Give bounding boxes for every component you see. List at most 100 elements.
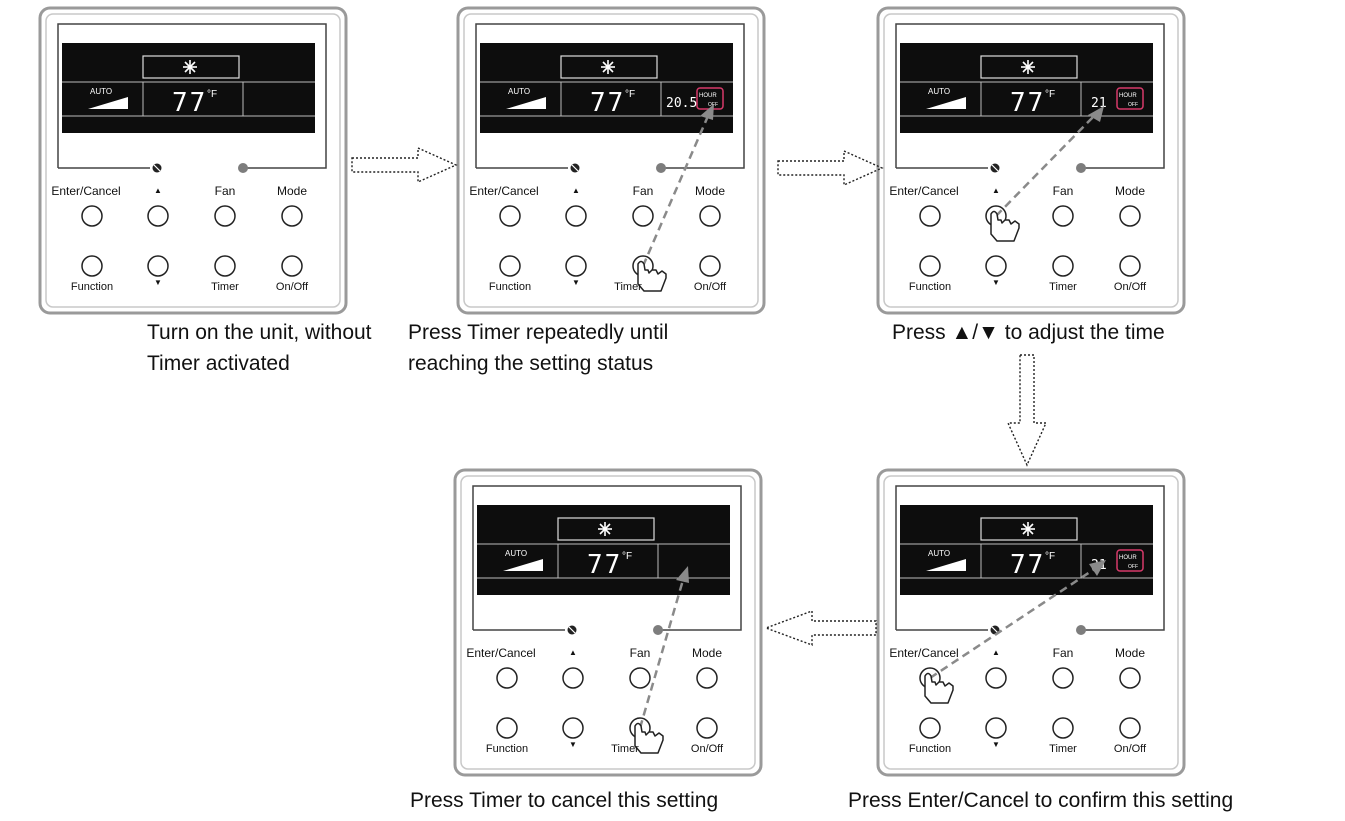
down-label: ▼ [992,278,1000,287]
down-button[interactable] [565,255,587,277]
temperature-readout: 77 [1010,88,1045,118]
on-off-button[interactable] [1119,255,1141,277]
enter-cancel-button[interactable] [81,205,103,227]
up-button[interactable] [147,205,169,227]
lcd-screen: AUTO 77 °F 21 HOUR OFF [900,43,1153,133]
down-button[interactable] [147,255,169,277]
function-button[interactable] [919,717,941,739]
up-label: ▲ [569,648,577,657]
enter-cancel-label: Enter/Cancel [51,184,121,198]
pointing-hand-icon [990,210,1020,242]
fan-label: Fan [214,184,236,198]
press-indicator-arrow [929,566,1097,680]
caption-step1-line1: Turn on the unit, without [147,321,372,344]
sensor-icon [152,163,162,173]
fan-button[interactable] [1052,667,1074,689]
on-off-label: On/Off [1113,743,1147,755]
function-label: Function [485,743,529,755]
up-button[interactable] [985,667,1007,689]
up-label: ▲ [154,186,162,195]
timer-button[interactable] [214,255,236,277]
on-off-button[interactable] [699,255,721,277]
indicator-led [1076,625,1086,635]
controller-illustration: AUTO 77 °F 21 HOUR OFF [876,468,1186,777]
mode-label: Mode [691,646,723,660]
mode-button[interactable] [699,205,721,227]
timer-label: Timer [1049,281,1077,293]
mode-label: Mode [1114,184,1146,198]
arrow-head [1088,106,1104,122]
up-label: ▲ [992,186,1000,195]
mode-label: Mode [694,184,726,198]
panel-step3: AUTO 77 °F 21 HOUR OFF [876,6,1188,315]
function-label: Function [908,743,952,755]
fan-button[interactable] [629,667,651,689]
timer-label: Timer [1049,743,1077,755]
mode-label: Mode [276,184,308,198]
snowflake-icon [598,522,612,536]
auto-indicator: AUTO [508,87,530,96]
down-button[interactable] [985,717,1007,739]
mode-button[interactable] [696,667,718,689]
caption-step1: Turn on the unit, without Timer activate… [147,317,372,379]
panel-step4: AUTO 77 °F 21 HOUR OFF [876,468,1188,777]
timer-label: Timer [614,281,642,293]
down-button[interactable] [985,255,1007,277]
fan-button[interactable] [1052,205,1074,227]
fan-speed-bars [506,97,546,109]
on-off-label: On/Off [1113,281,1147,293]
down-button[interactable] [562,717,584,739]
panel-step2: AUTO 77 °F 20.5 HOUR OFF [456,6,768,315]
fan-button[interactable] [632,205,654,227]
temperature-readout: 77 [587,550,622,580]
svg-text:OFF: OFF [1128,564,1138,570]
enter-cancel-button[interactable] [499,205,521,227]
fan-button[interactable] [214,205,236,227]
up-button[interactable] [562,667,584,689]
enter-cancel-label: Enter/Cancel [889,184,959,198]
enter-cancel-label: Enter/Cancel [889,646,959,660]
on-off-button[interactable] [696,717,718,739]
auto-indicator: AUTO [505,549,527,558]
controller-illustration: AUTO 77 °F [38,6,348,315]
timer-button[interactable] [1052,717,1074,739]
enter-cancel-label: Enter/Cancel [466,646,536,660]
temperature-readout: 77 [590,88,625,118]
mode-button[interactable] [1119,667,1141,689]
caption-step4: Press Enter/Cancel to confirm this setti… [848,789,1234,812]
function-button[interactable] [496,717,518,739]
temperature-unit: °F [622,551,632,562]
pointing-hand-icon [637,260,667,292]
fan-label: Fan [1052,184,1074,198]
lcd-screen: AUTO 77 °F 20.5 HOUR OFF [480,43,733,133]
on-off-button[interactable] [281,255,303,277]
arrow-head [1089,560,1106,576]
function-button[interactable] [81,255,103,277]
sensor-icon [990,163,1000,173]
svg-text:HOUR: HOUR [1119,555,1137,561]
pointing-hand-icon [634,722,664,754]
caption-step3: Press ▲/▼ to adjust the time [892,321,1165,344]
function-button[interactable] [499,255,521,277]
flow-arrow-left [763,609,877,647]
temperature-readout: 77 [172,88,207,118]
enter-cancel-button[interactable] [496,667,518,689]
sensor-icon [570,163,580,173]
on-off-button[interactable] [1119,717,1141,739]
mode-button[interactable] [281,205,303,227]
svg-text:HOUR: HOUR [699,93,717,99]
function-button[interactable] [919,255,941,277]
timer-label: Timer [611,743,639,755]
snowflake-icon [183,60,197,74]
caption-step5: Press Timer to cancel this setting [410,789,719,812]
timer-label: Timer [211,281,239,293]
timer-button[interactable] [1052,255,1074,277]
panel-step1: AUTO 77 °F Enter/Cancel ▲ [38,6,350,315]
enter-cancel-button[interactable] [919,205,941,227]
lcd-screen: AUTO 77 °F [477,505,730,595]
mode-button[interactable] [1119,205,1141,227]
snowflake-icon [1021,522,1035,536]
up-button[interactable] [565,205,587,227]
svg-text:OFF: OFF [1128,102,1138,108]
on-off-label: On/Off [690,743,724,755]
